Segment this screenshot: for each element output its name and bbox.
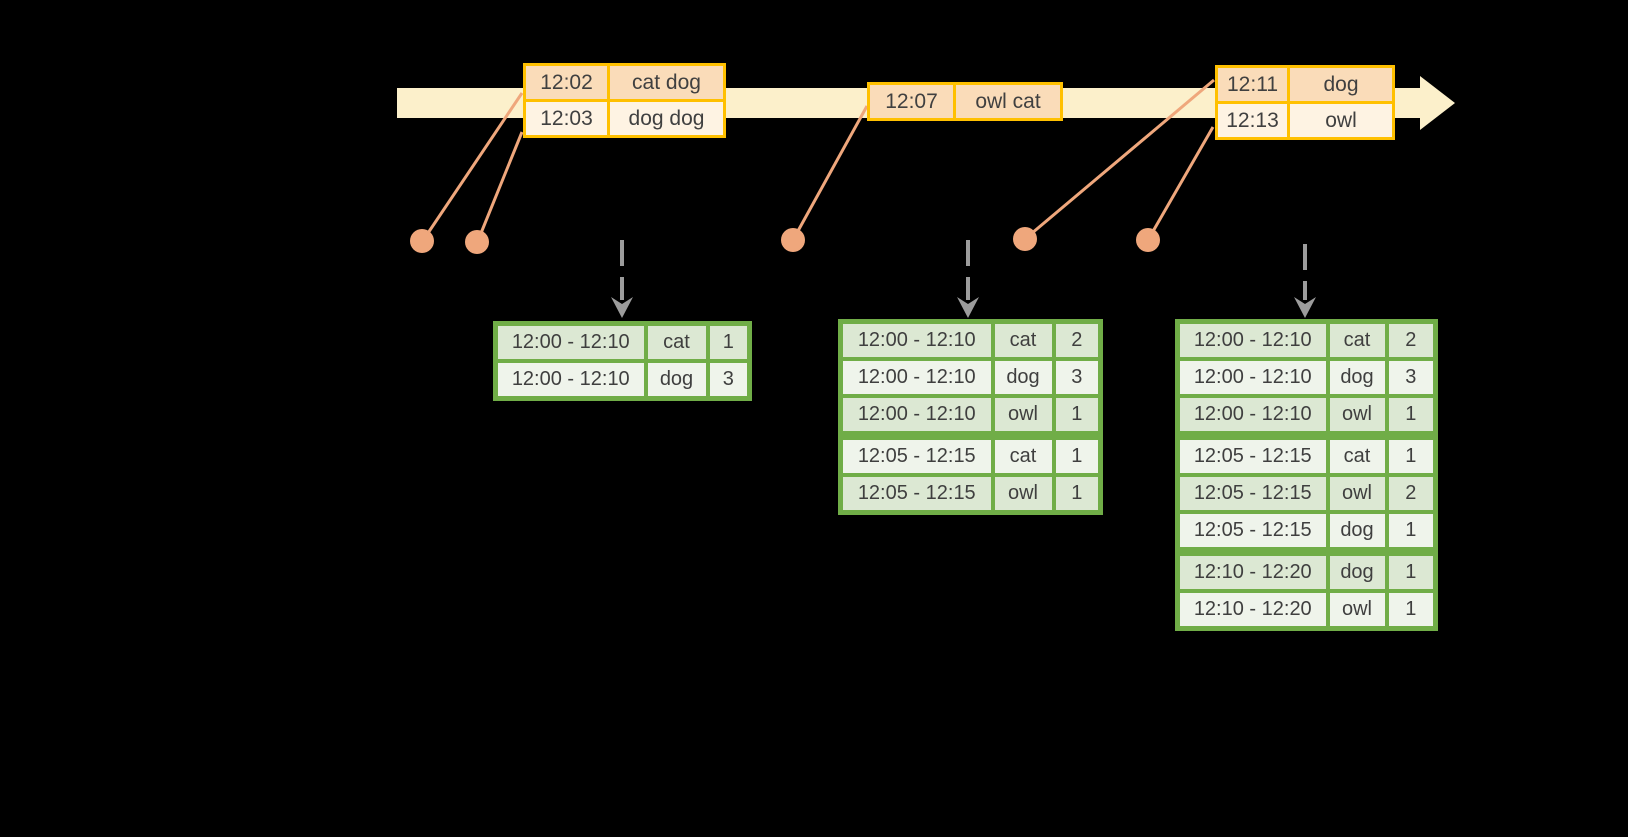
count-cell: 3 [1051,357,1103,398]
window-cell: 12:00 - 12:10 [493,321,648,363]
word-cell: cat [1325,431,1389,477]
event-dot-icon [410,229,434,253]
event-row: 12:02 cat dog [523,63,726,102]
result-row: 12:10 - 12:20 owl 1 [1175,589,1438,631]
count-cell: 3 [705,359,752,401]
result-row: 12:00 - 12:10 owl 1 [838,394,1103,438]
timeline-arrowhead-icon [1420,76,1455,130]
event-words: dog [1287,65,1395,104]
connector-1211 [1024,78,1215,241]
word-cell: dog [1325,357,1389,398]
count-cell: 1 [1051,394,1103,438]
word-cell: owl [990,394,1056,438]
word-cell: cat [990,431,1056,477]
window-cell: 12:10 - 12:20 [1175,547,1330,593]
word-cell: owl [1325,589,1389,631]
count-cell: 2 [1384,319,1438,361]
event-row: 12:03 dog dog [523,99,726,138]
event-time: 12:02 [523,63,610,102]
word-cell: dog [643,359,710,401]
event-table-1211: 12:11 dog 12:13 owl [1215,65,1395,140]
result-row: 12:00 - 12:10 cat 2 [1175,319,1438,361]
event-dot-icon [465,230,489,254]
event-connector-lines [420,78,1215,244]
result-row: 12:05 - 12:15 cat 1 [1175,431,1438,477]
result-row: 12:00 - 12:10 dog 3 [838,357,1103,398]
word-cell: owl [1325,473,1389,514]
result-row: 12:05 - 12:15 cat 1 [838,431,1103,477]
result-row: 12:00 - 12:10 owl 1 [1175,394,1438,438]
count-cell: 1 [1384,547,1438,593]
event-dot-icon [1013,227,1037,251]
event-dot-icon [1136,228,1160,252]
result-row: 12:05 - 12:15 owl 1 [838,473,1103,515]
event-dots [410,227,1160,254]
window-cell: 12:00 - 12:10 [1175,394,1330,438]
result-row: 12:10 - 12:20 dog 1 [1175,547,1438,593]
count-cell: 1 [1051,473,1103,515]
count-cell: 1 [1384,510,1438,554]
result-row: 12:05 - 12:15 owl 2 [1175,473,1438,514]
result-table-3: 12:00 - 12:10 cat 2 12:00 - 12:10 dog 3 … [1175,319,1438,631]
word-cell: dog [990,357,1056,398]
event-time: 12:07 [867,82,956,121]
word-cell: cat [643,321,710,363]
count-cell: 2 [1051,319,1103,361]
count-cell: 1 [1384,431,1438,477]
result-table-1: 12:00 - 12:10 cat 1 12:00 - 12:10 dog 3 [493,321,752,401]
event-words: cat dog [607,63,726,102]
count-cell: 2 [1384,473,1438,514]
trigger-arrowhead-icon [611,297,633,318]
event-words: dog dog [607,99,726,138]
event-words: owl cat [953,82,1063,121]
window-cell: 12:00 - 12:10 [493,359,648,401]
word-cell: cat [1325,319,1389,361]
word-cell: owl [1325,394,1389,438]
word-cell: dog [1325,547,1389,593]
event-row: 12:13 owl [1215,101,1395,140]
result-row: 12:05 - 12:15 dog 1 [1175,510,1438,554]
event-row: 12:11 dog [1215,65,1395,104]
event-words: owl [1287,101,1395,140]
event-table-1207: 12:07 owl cat [867,82,1063,121]
window-cell: 12:05 - 12:15 [1175,473,1330,514]
window-cell: 12:00 - 12:10 [1175,357,1330,398]
event-row: 12:07 owl cat [867,82,1063,121]
word-cell: cat [990,319,1056,361]
event-time: 12:11 [1215,65,1290,104]
window-cell: 12:10 - 12:20 [1175,589,1330,631]
window-cell: 12:00 - 12:10 [838,319,995,361]
event-time: 12:03 [523,99,610,138]
count-cell: 3 [1384,357,1438,398]
count-cell: 1 [1051,431,1103,477]
result-row: 12:00 - 12:10 dog 3 [493,359,752,401]
result-table-2: 12:00 - 12:10 cat 2 12:00 - 12:10 dog 3 … [838,319,1103,515]
result-row: 12:00 - 12:10 cat 2 [838,319,1103,361]
event-time: 12:13 [1215,101,1290,140]
result-row: 12:00 - 12:10 dog 3 [1175,357,1438,398]
connector-1207 [791,105,869,241]
count-cell: 1 [705,321,752,363]
connector-1202 [420,92,524,243]
window-cell: 12:05 - 12:15 [1175,431,1330,477]
window-cell: 12:00 - 12:10 [838,357,995,398]
result-row: 12:00 - 12:10 cat 1 [493,321,752,363]
trigger-arrowhead-icon [1294,297,1316,318]
connector-1213 [1146,126,1215,241]
window-cell: 12:05 - 12:15 [1175,510,1330,554]
window-cell: 12:05 - 12:15 [838,473,995,515]
event-table-1202: 12:02 cat dog 12:03 dog dog [523,63,726,138]
window-cell: 12:05 - 12:15 [838,431,995,477]
word-cell: owl [990,473,1056,515]
event-dot-icon [781,228,805,252]
trigger-arrows [611,240,1316,318]
connector-1203 [475,131,524,244]
window-cell: 12:00 - 12:10 [838,394,995,438]
word-cell: dog [1325,510,1389,554]
trigger-arrowhead-icon [957,297,979,318]
count-cell: 1 [1384,589,1438,631]
count-cell: 1 [1384,394,1438,438]
window-cell: 12:00 - 12:10 [1175,319,1330,361]
